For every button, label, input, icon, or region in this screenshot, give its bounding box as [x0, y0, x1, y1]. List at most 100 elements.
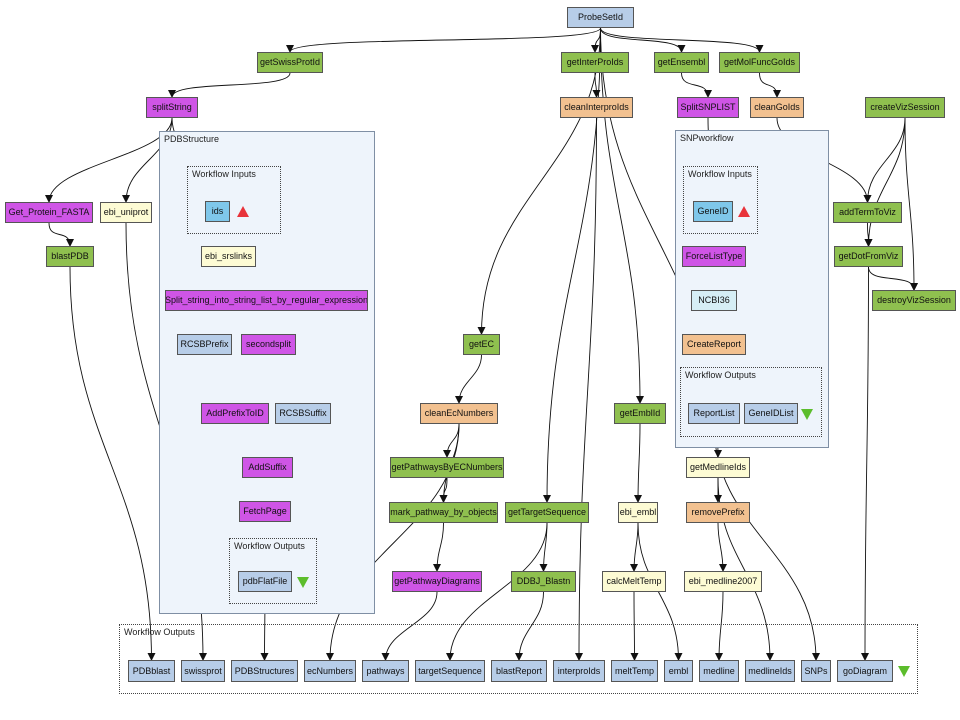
output-medlineids[interactable]: medlineIds	[745, 660, 795, 682]
group-label: Workflow Outputs	[124, 627, 195, 637]
workflow-input-marker-icon	[237, 206, 249, 217]
group-label: SNPworkflow	[680, 133, 734, 143]
node-addtermtoviz[interactable]: addTermToViz	[833, 202, 902, 223]
edge-getinterproids-to-cleaninterproids	[592, 72, 601, 98]
output-snps[interactable]: SNPs	[801, 660, 831, 682]
node-cleaninterproids[interactable]: cleanInterproIds	[560, 97, 633, 118]
node-createvizsession[interactable]: createVizSession	[865, 97, 945, 118]
node-getswissprotid[interactable]: getSwissProtId	[257, 52, 323, 73]
node-rcsbprefix[interactable]: RCSBPrefix	[177, 334, 232, 355]
node-forcelisttype[interactable]: ForceListType	[682, 246, 746, 267]
node-getdotfromviz[interactable]: getDotFromViz	[834, 246, 903, 267]
node-getec[interactable]: getEC	[463, 334, 500, 355]
node-probesetid[interactable]: ProbeSetId	[567, 7, 634, 28]
edge-probesetid-to-getensembl	[600, 27, 686, 53]
workflow-output-marker-icon	[297, 577, 309, 588]
node-gettargetsequence[interactable]: getTargetSequence	[505, 502, 589, 523]
output-swissprot[interactable]: swissprot	[181, 660, 225, 682]
edge-removeprefix-to-ebi_medline2007	[717, 522, 727, 572]
group-pdbstructure: PDBStructure	[159, 131, 375, 614]
node-getemblid[interactable]: getEmblId	[614, 403, 666, 424]
output-targetsequence[interactable]: targetSequence	[415, 660, 485, 682]
node-pdbflatfile[interactable]: pdbFlatFile	[238, 571, 292, 592]
node-mark-pathway-by-objects[interactable]: mark_pathway_by_objects	[389, 502, 498, 523]
group-snp-inputs: Workflow Inputs	[683, 166, 758, 234]
edge-createvizsession-to-getdotfromviz	[864, 117, 906, 247]
group-label: Workflow Outputs	[685, 370, 756, 380]
node-createreport[interactable]: CreateReport	[682, 334, 746, 355]
edge-ebi_embl-to-calcmelttemp	[630, 522, 639, 572]
output-embl[interactable]: embl	[664, 660, 693, 682]
node-getmolfuncgoids[interactable]: getMolFuncGoIds	[719, 52, 800, 73]
edge-getec-to-cleanecnumbers	[455, 354, 482, 404]
node-cleangoids[interactable]: cleanGoIds	[750, 97, 804, 118]
node-addsuffix[interactable]: AddSuffix	[242, 457, 293, 478]
edge-probesetid-to-getmolfuncgoids	[600, 27, 764, 53]
group-main-outputs: Workflow Outputs	[119, 624, 918, 694]
node-addprefixtoid[interactable]: AddPrefixToID	[201, 403, 269, 424]
edge-get_protein_fasta-to-blastpdb	[48, 222, 74, 247]
node-blastpdb[interactable]: blastPDB	[46, 246, 94, 267]
node-ebi-srslinks[interactable]: ebi_srslinks	[201, 246, 256, 267]
workflow-output-marker-icon	[801, 409, 813, 420]
edge-createvizsession-to-addtermtoviz	[863, 117, 906, 203]
group-snpworkflow: SNPworkflow	[675, 130, 829, 448]
node-getmedlineids[interactable]: getMedlineIds	[686, 457, 750, 478]
node-ncbi36[interactable]: NCBI36	[691, 290, 737, 311]
node-destroyvizsession[interactable]: destroyVizSession	[872, 290, 956, 311]
group-label: Workflow Inputs	[688, 169, 752, 179]
node-fetchpage[interactable]: FetchPage	[239, 501, 291, 522]
edge-probesetid-to-getemblid	[600, 27, 644, 404]
edge-cleanecnumbers-to-getpathwaysbyecnumbers	[443, 423, 460, 458]
node-splitstring[interactable]: splitString	[146, 97, 198, 118]
output-medline[interactable]: medline	[699, 660, 739, 682]
output-melttemp[interactable]: meltTemp	[611, 660, 658, 682]
edge-getswissprotid-to-splitstring	[168, 72, 291, 98]
output-ecnumbers[interactable]: ecNumbers	[304, 660, 356, 682]
group-label: Workflow Outputs	[234, 541, 305, 551]
output-pathways[interactable]: pathways	[362, 660, 409, 682]
node-splitsnplist[interactable]: SplitSNPLIST	[677, 97, 739, 118]
node-secondsplit[interactable]: secondsplit	[241, 334, 296, 355]
node-reportlist[interactable]: ReportList	[688, 403, 740, 424]
output-interproids[interactable]: interproIds	[553, 660, 605, 682]
edge-getemblid-to-ebi_embl	[634, 423, 643, 503]
workflow-output-marker-icon	[898, 666, 910, 677]
node-geneid[interactable]: GeneID	[693, 201, 733, 222]
node-ddbj-blastn[interactable]: DDBJ_Blastn	[511, 571, 576, 592]
edge-splitstring-to-get_protein_fasta	[45, 117, 173, 203]
workflow-input-marker-icon	[738, 206, 750, 217]
group-label: PDBStructure	[164, 134, 220, 144]
node-getinterproids[interactable]: getInterProIds	[561, 52, 629, 73]
edge-getensembl-to-splitsnplist	[681, 72, 712, 98]
node-ebi-medline2007[interactable]: ebi_medline2007	[684, 571, 762, 592]
edge-addtermtoviz-to-getdotfromviz	[864, 222, 873, 247]
node-getpathwaysbyecnumbers[interactable]: getPathwaysByECNumbers	[390, 457, 504, 478]
edge-probesetid-to-getswissprotid	[286, 27, 601, 53]
edge-createvizsession-to-destroyvizsession	[904, 117, 918, 291]
node-geneidlist[interactable]: GeneIDList	[744, 403, 798, 424]
output-pdbblast[interactable]: PDBblast	[128, 660, 175, 682]
group-pdb-inputs: Workflow Inputs	[187, 166, 281, 234]
edge-getdotfromviz-to-out_godiagram	[861, 266, 870, 661]
edge-gettargetsequence-to-ddbj_blastn	[539, 522, 548, 572]
group-pdb-outputs: Workflow Outputs	[229, 538, 317, 604]
edge-getmolfuncgoids-to-cleangoids	[759, 72, 781, 98]
node-get-protein-fasta[interactable]: Get_Protein_FASTA	[5, 202, 93, 223]
node-rcsbsuffix[interactable]: RCSBSuffix	[275, 403, 331, 424]
output-godiagram[interactable]: goDiagram	[837, 660, 893, 682]
edge-mark_pathway_by_objects-to-getpathwaydiagrams	[433, 522, 444, 572]
node-ebi-uniprot[interactable]: ebi_uniprot	[100, 202, 152, 223]
node-split-string-regex[interactable]: Split_string_into_string_list_by_regular…	[165, 290, 368, 311]
node-cleanecnumbers[interactable]: cleanEcNumbers	[420, 403, 498, 424]
output-blastreport[interactable]: blastReport	[491, 660, 547, 682]
node-ids[interactable]: ids	[205, 201, 230, 222]
output-pdbstructures[interactable]: PDBStructures	[231, 660, 298, 682]
node-getensembl[interactable]: getEnsembl	[654, 52, 709, 73]
group-snp-outputs: Workflow Outputs	[680, 367, 822, 437]
node-calcmelttemp[interactable]: calcMeltTemp	[602, 571, 666, 592]
edge-cleaninterproids-to-out_interproids	[575, 117, 597, 661]
node-removeprefix[interactable]: removePrefix	[686, 502, 750, 523]
node-ebi-embl[interactable]: ebi_embl	[618, 502, 658, 523]
node-getpathwaydiagrams[interactable]: getPathwayDiagrams	[392, 571, 482, 592]
